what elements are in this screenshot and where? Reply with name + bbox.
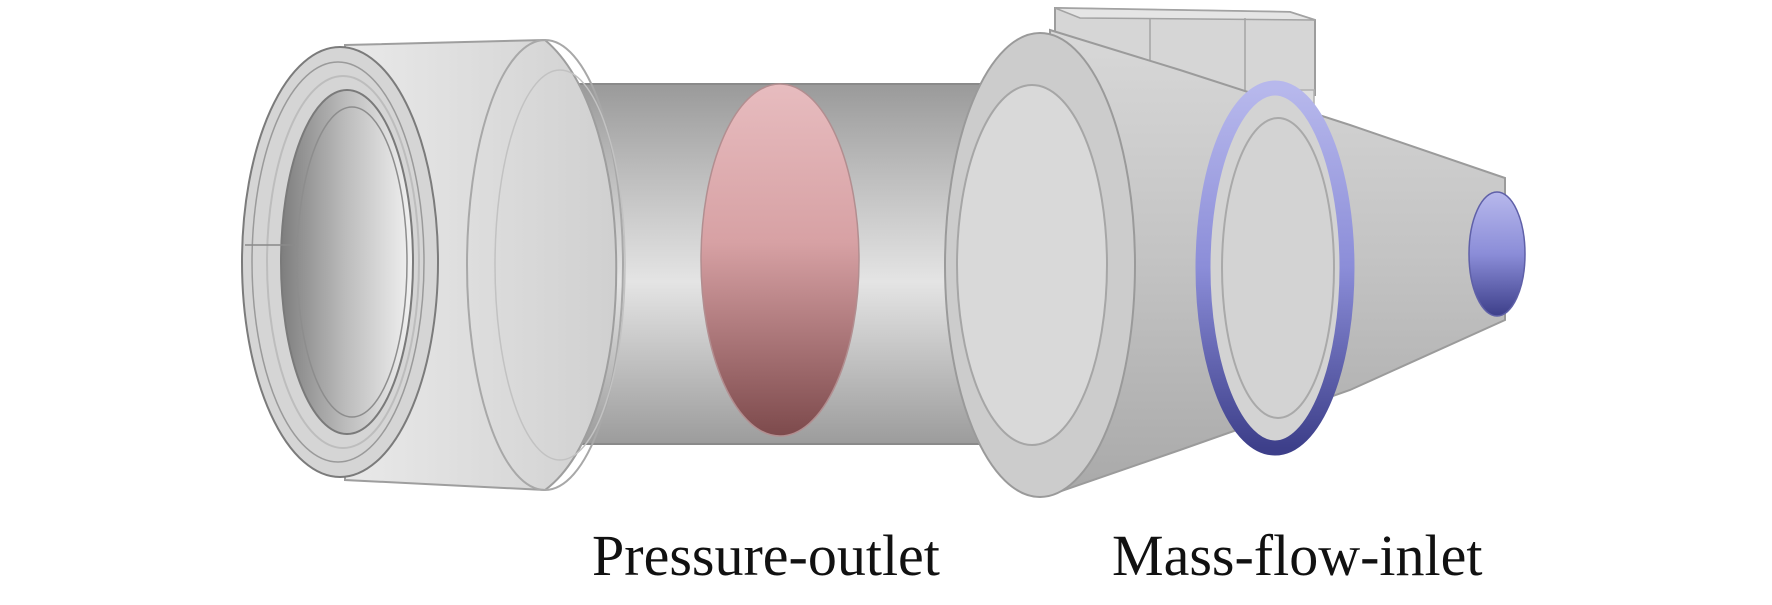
mass-flow-inlet-ring (1195, 80, 1355, 456)
mass-flow-inlet-tip (1468, 191, 1526, 317)
pressure-outlet-face (700, 83, 860, 437)
pressure-outlet-label: Pressure-outlet (592, 523, 940, 588)
mass-flow-inlet-label: Mass-flow-inlet (1112, 523, 1483, 588)
left-threaded-cap (241, 38, 626, 492)
